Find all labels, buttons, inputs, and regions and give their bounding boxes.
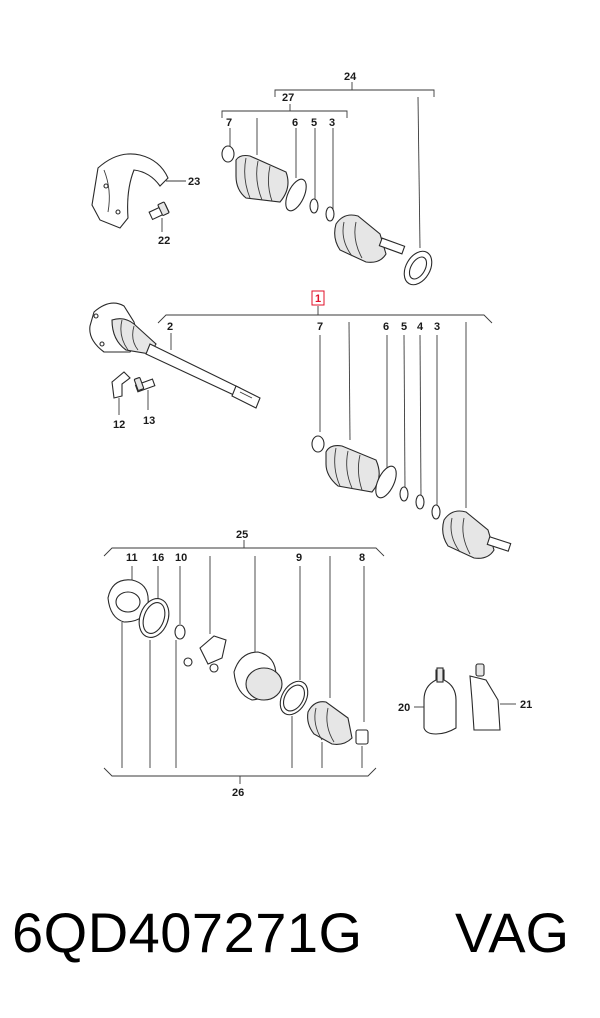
- exploded-parts-diagram: 24 27 7 6 5 3 23 22: [89, 71, 532, 799]
- top-joint-kit[interactable]: [221, 145, 437, 290]
- bracket-24: 24: [274, 71, 435, 97]
- heat-shield-part[interactable]: [91, 153, 169, 229]
- bracket-27: 27: [221, 92, 348, 118]
- callout-27[interactable]: 27: [282, 92, 294, 104]
- part-number: 6QD407271G: [12, 901, 363, 964]
- bracket-1: 1: [157, 290, 493, 324]
- bracket-26: 26: [103, 767, 377, 799]
- inner-joint-kit[interactable]: [107, 579, 369, 745]
- brand-name: VAG: [455, 901, 570, 964]
- callout-6-top[interactable]: 6: [292, 117, 298, 129]
- callout-25[interactable]: 25: [236, 529, 248, 541]
- callout-24[interactable]: 24: [344, 71, 357, 83]
- bolt-22-part[interactable]: [148, 201, 170, 221]
- bracket-25: 25: [103, 529, 385, 557]
- callout-7-top[interactable]: 7: [226, 117, 232, 129]
- callout-9[interactable]: 9: [296, 552, 302, 564]
- grease-tube-part[interactable]: [469, 663, 501, 731]
- middle-joint-kit[interactable]: [311, 435, 512, 559]
- callout-5-mid[interactable]: 5: [401, 321, 407, 333]
- callout-3-mid[interactable]: 3: [434, 321, 440, 333]
- callout-23[interactable]: 23: [188, 176, 200, 188]
- clip-12-part[interactable]: [111, 371, 131, 399]
- drive-shaft-part[interactable]: [89, 302, 261, 409]
- bolt-13-part[interactable]: [133, 377, 156, 393]
- callout-20[interactable]: 20: [398, 702, 410, 714]
- callout-11[interactable]: 11: [126, 552, 138, 564]
- callout-4[interactable]: 4: [417, 321, 424, 333]
- callout-1[interactable]: 1: [315, 293, 321, 305]
- callout-3-top[interactable]: 3: [329, 117, 335, 129]
- callout-13[interactable]: 13: [143, 415, 155, 427]
- callout-10[interactable]: 10: [175, 552, 187, 564]
- grease-bottle-part[interactable]: [423, 667, 457, 735]
- callout-12[interactable]: 12: [113, 419, 125, 431]
- callout-7-mid[interactable]: 7: [317, 321, 323, 333]
- callout-1-box: [311, 290, 325, 306]
- callout-16[interactable]: 16: [152, 552, 164, 564]
- callout-22[interactable]: 22: [158, 235, 170, 247]
- callout-26[interactable]: 26: [232, 787, 244, 799]
- callout-6-mid[interactable]: 6: [383, 321, 389, 333]
- callout-2[interactable]: 2: [167, 321, 173, 333]
- part-caption: 6QD407271G VAG: [0, 890, 600, 990]
- callout-5-top[interactable]: 5: [311, 117, 317, 129]
- callout-8[interactable]: 8: [359, 552, 365, 564]
- callout-21[interactable]: 21: [520, 699, 532, 711]
